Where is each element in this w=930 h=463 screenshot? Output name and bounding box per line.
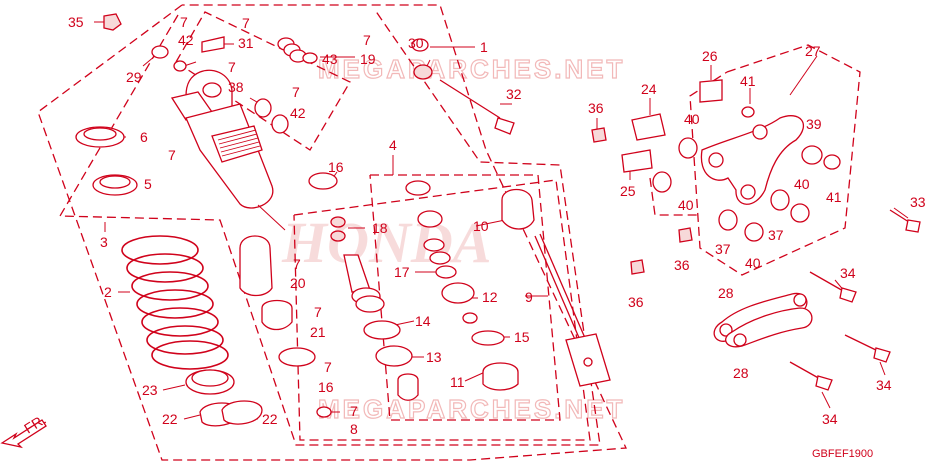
callout-16: 16 bbox=[328, 159, 344, 175]
callout-38: 38 bbox=[228, 79, 244, 95]
callout-43: 43 bbox=[322, 51, 338, 67]
callout-41: 41 bbox=[826, 189, 842, 205]
assembly-boundaries bbox=[37, 4, 861, 461]
callout-34: 34 bbox=[876, 377, 892, 393]
callout-1: 1 bbox=[480, 39, 488, 55]
callout-29: 29 bbox=[126, 69, 142, 85]
callout-39: 39 bbox=[806, 116, 822, 132]
callout-18: 18 bbox=[372, 220, 388, 236]
callout-7: 7 bbox=[228, 59, 236, 75]
callout-5: 5 bbox=[144, 176, 152, 192]
callout-7: 7 bbox=[293, 256, 301, 272]
callout-21: 21 bbox=[310, 324, 326, 340]
linkage-parts bbox=[591, 79, 921, 391]
callout-3: 3 bbox=[100, 234, 108, 250]
callout-7: 7 bbox=[168, 147, 176, 163]
callout-10: 10 bbox=[473, 218, 489, 234]
top-mount-parts bbox=[103, 13, 515, 135]
honda-brand-watermark: HONDA bbox=[281, 210, 491, 275]
callout-35: 35 bbox=[68, 14, 84, 30]
callout-22: 22 bbox=[262, 411, 278, 427]
callout-28: 28 bbox=[718, 285, 734, 301]
callout-22: 22 bbox=[162, 411, 178, 427]
watermark-bottom: MEGAPARCHES.NET bbox=[318, 394, 625, 424]
callout-24: 24 bbox=[641, 81, 657, 97]
spring-assembly bbox=[75, 126, 263, 427]
callout-30: 30 bbox=[408, 35, 424, 51]
damper-parts bbox=[239, 172, 519, 418]
watermark-top: MEGAPARCHES.NET bbox=[318, 54, 625, 84]
callout-16: 16 bbox=[318, 379, 334, 395]
callout-labels: 35 29 7 42 7 31 7 19 43 30 1 7 38 7 42 3… bbox=[68, 14, 926, 437]
callout-40: 40 bbox=[745, 255, 761, 271]
shock-absorber bbox=[170, 69, 286, 231]
callout-6: 6 bbox=[140, 129, 148, 145]
callout-37: 37 bbox=[715, 241, 731, 257]
callout-9: 9 bbox=[525, 289, 533, 305]
callout-7: 7 bbox=[242, 15, 250, 31]
callout-7: 7 bbox=[180, 14, 188, 30]
callout-19: 19 bbox=[360, 51, 376, 67]
callout-37: 37 bbox=[768, 227, 784, 243]
callout-12: 12 bbox=[482, 289, 498, 305]
callout-36: 36 bbox=[674, 257, 690, 273]
callout-40: 40 bbox=[678, 197, 694, 213]
callout-40: 40 bbox=[684, 111, 700, 127]
callout-31: 31 bbox=[238, 35, 254, 51]
callout-7: 7 bbox=[314, 304, 322, 320]
callout-28: 28 bbox=[733, 365, 749, 381]
callout-20: 20 bbox=[290, 275, 306, 291]
callout-7: 7 bbox=[292, 84, 300, 100]
front-direction-indicator: FR. bbox=[0, 411, 49, 449]
diagram-code: GBFEF1900 bbox=[812, 448, 873, 460]
callout-33: 33 bbox=[910, 194, 926, 210]
callout-13: 13 bbox=[426, 349, 442, 365]
callout-32: 32 bbox=[506, 86, 522, 102]
callout-8: 8 bbox=[350, 421, 358, 437]
callout-42: 42 bbox=[290, 105, 306, 121]
callout-25: 25 bbox=[620, 183, 636, 199]
callout-15: 15 bbox=[514, 329, 530, 345]
callout-23: 23 bbox=[142, 382, 158, 398]
callout-17: 17 bbox=[394, 264, 410, 280]
callout-2: 2 bbox=[104, 284, 112, 300]
front-arrow-icon bbox=[0, 419, 47, 449]
callout-34: 34 bbox=[840, 265, 856, 281]
callout-4: 4 bbox=[389, 137, 397, 153]
callout-7: 7 bbox=[363, 32, 371, 48]
callout-42: 42 bbox=[178, 32, 194, 48]
callout-7: 7 bbox=[324, 359, 332, 375]
callout-14: 14 bbox=[415, 313, 431, 329]
callout-11: 11 bbox=[450, 374, 465, 390]
callout-34: 34 bbox=[822, 411, 838, 427]
callout-7: 7 bbox=[350, 403, 358, 419]
callout-41: 41 bbox=[740, 73, 756, 89]
callout-36: 36 bbox=[628, 294, 644, 310]
callout-27: 27 bbox=[805, 43, 821, 59]
callout-26: 26 bbox=[702, 48, 718, 64]
callout-40: 40 bbox=[794, 176, 810, 192]
damper-rod bbox=[501, 188, 611, 387]
callout-36: 36 bbox=[588, 100, 604, 116]
